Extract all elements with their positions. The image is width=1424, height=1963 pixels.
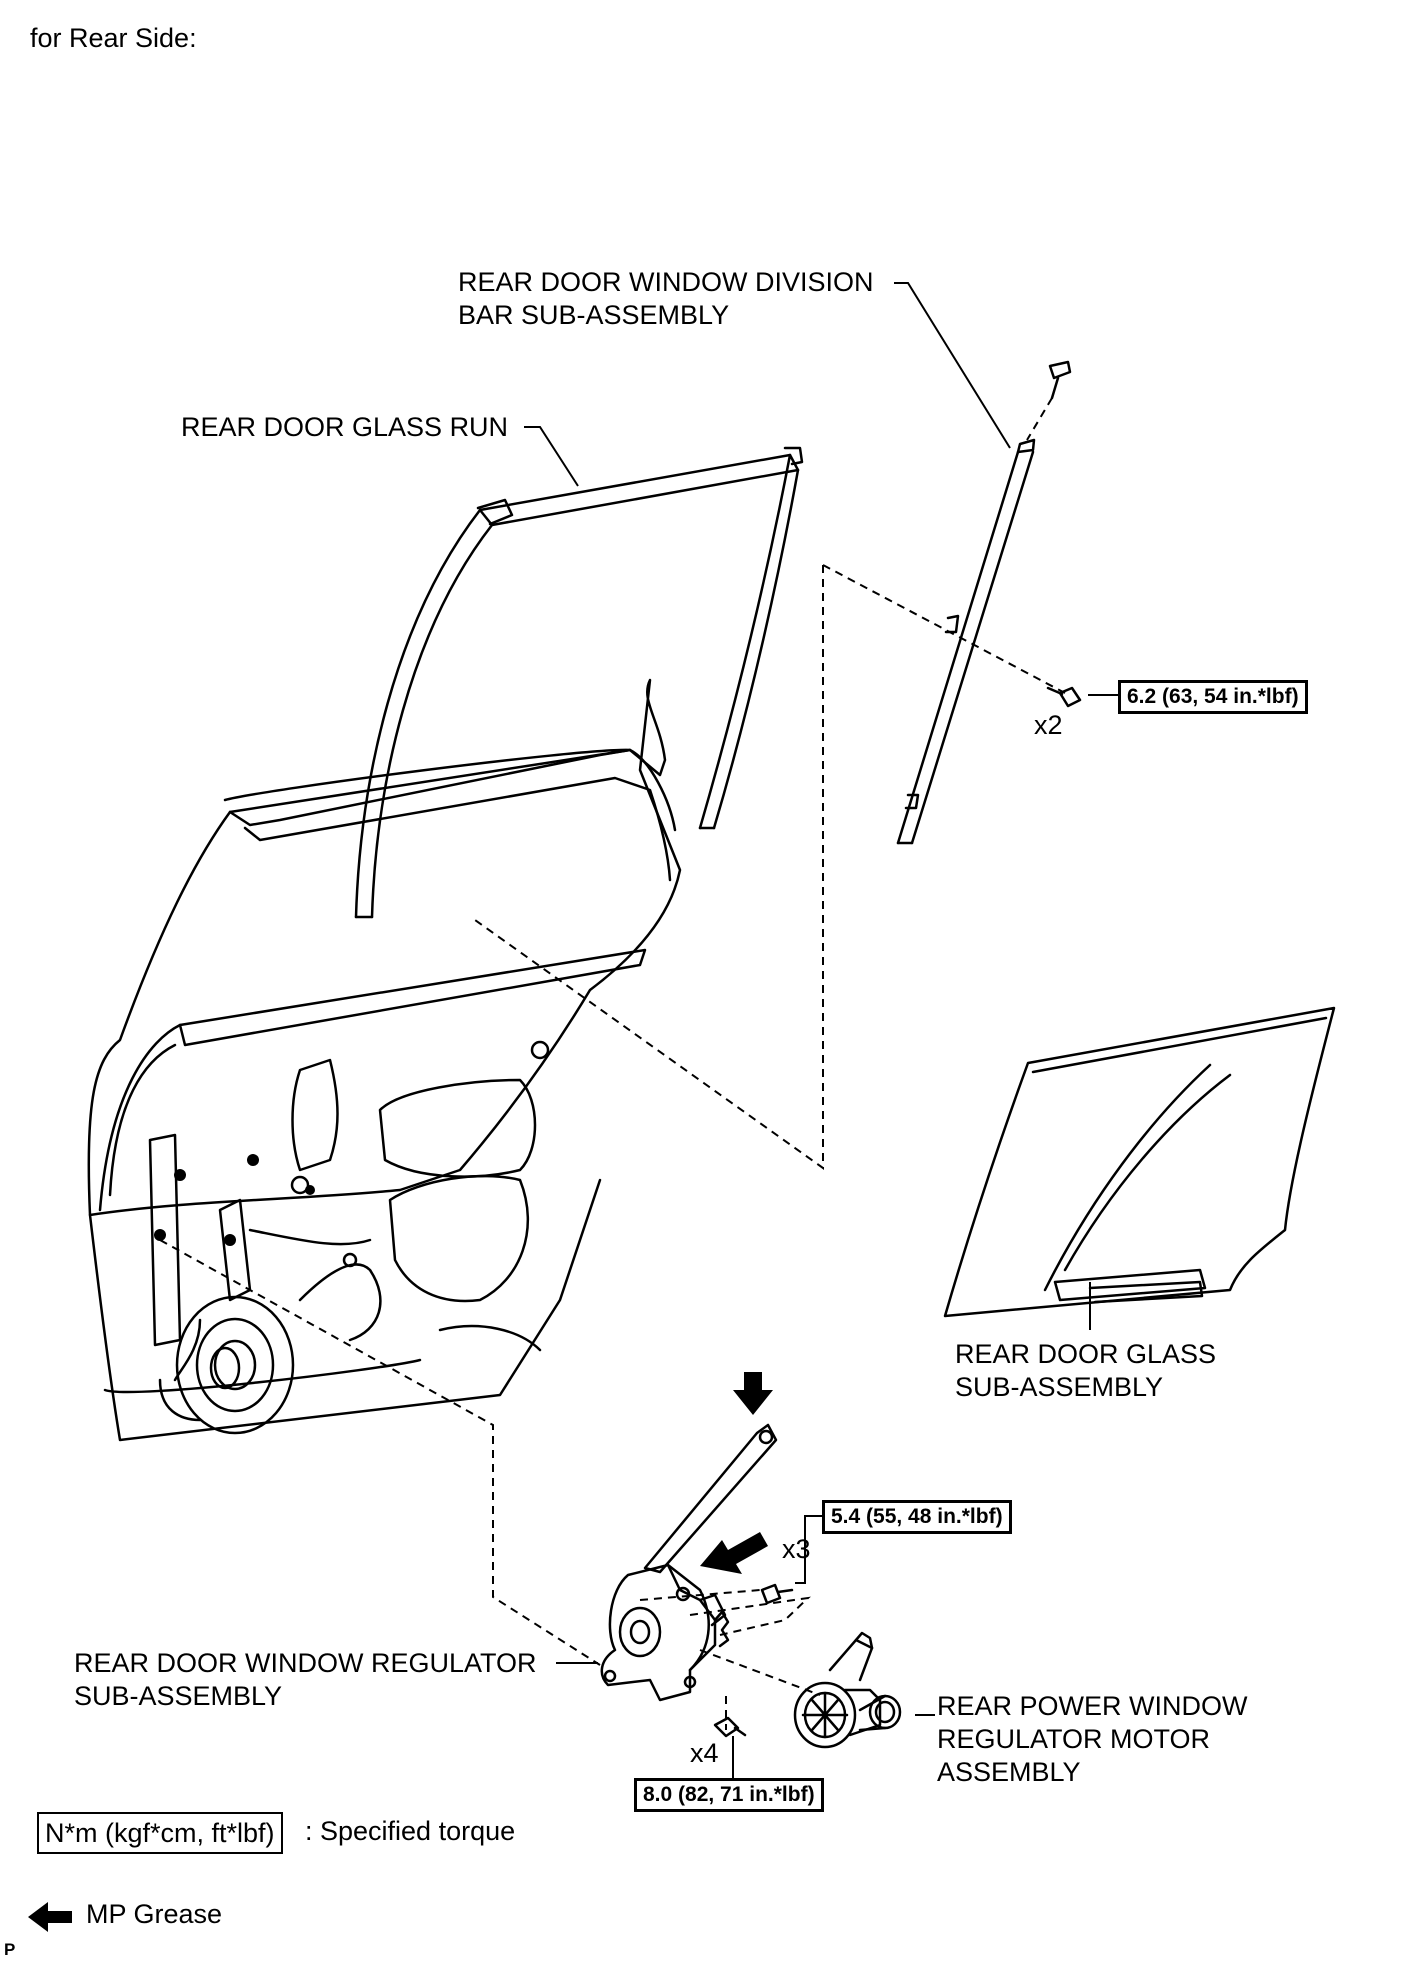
regulator-bolt-x3	[760, 1583, 794, 1605]
label-motor-line2: REGULATOR MOTOR	[937, 1724, 1211, 1754]
label-division-bar-line1: REAR DOOR WINDOW DIVISION	[458, 267, 874, 297]
label-door-glass: REAR DOOR GLASS SUB-ASSEMBLY	[955, 1338, 1216, 1404]
label-regulator-line2: SUB-ASSEMBLY	[74, 1681, 283, 1711]
grease-arrow-side	[700, 1532, 768, 1574]
grease-arrow-top	[733, 1372, 773, 1415]
legend-torque-unit: N*m (kgf*cm, ft*lbf)	[37, 1812, 283, 1854]
door-panel-bolts	[290, 1040, 550, 1268]
label-glass-run: REAR DOOR GLASS RUN	[181, 412, 509, 442]
label-motor-line3: ASSEMBLY	[937, 1757, 1081, 1787]
label-regulator-line1: REAR DOOR WINDOW REGULATOR	[74, 1648, 537, 1678]
division-bar-bolt	[1046, 686, 1082, 708]
torque-division-bar: 6.2 (63, 54 in.*lbf)	[1118, 680, 1308, 714]
label-division-bar-line2: BAR SUB-ASSEMBLY	[458, 300, 730, 330]
leader-lines	[524, 282, 1118, 1778]
qty-division-bar: x2	[1034, 710, 1063, 740]
regulator-lower-bolt	[713, 1716, 747, 1738]
torque-regulator-lower: 8.0 (82, 71 in.*lbf)	[634, 1778, 824, 1812]
division-bar-part	[896, 360, 1072, 845]
regulator-motor-part	[793, 1631, 902, 1749]
assembly-lines	[159, 397, 1066, 1730]
label-door-glass-line2: SUB-ASSEMBLY	[955, 1372, 1164, 1402]
page-caption: for Rear Side:	[30, 23, 197, 53]
legend-grease-text: MP Grease	[86, 1899, 223, 1929]
regulator-part	[600, 1423, 778, 1702]
legend-torque-text: : Specified torque	[305, 1816, 516, 1846]
legend-grease-arrow	[28, 1902, 72, 1932]
label-motor-line1: REAR POWER WINDOW	[937, 1691, 1248, 1721]
label-regulator: REAR DOOR WINDOW REGULATOR SUB-ASSEMBLY	[74, 1647, 537, 1713]
door-glass-part	[943, 1006, 1336, 1318]
torque-regulator-bolts: 5.4 (55, 48 in.*lbf)	[822, 1500, 1012, 1534]
label-door-glass-line1: REAR DOOR GLASS	[955, 1339, 1217, 1369]
door-panel-part	[87, 678, 682, 1442]
label-division-bar: REAR DOOR WINDOW DIVISION BAR SUB-ASSEMB…	[458, 266, 874, 332]
footer-code: P	[4, 1940, 16, 1959]
qty-regulator-lower: x4	[690, 1738, 719, 1768]
glass-run-part	[354, 446, 804, 919]
label-motor: REAR POWER WINDOW REGULATOR MOTOR ASSEMB…	[937, 1690, 1248, 1789]
qty-regulator-bolts: x3	[782, 1534, 811, 1564]
